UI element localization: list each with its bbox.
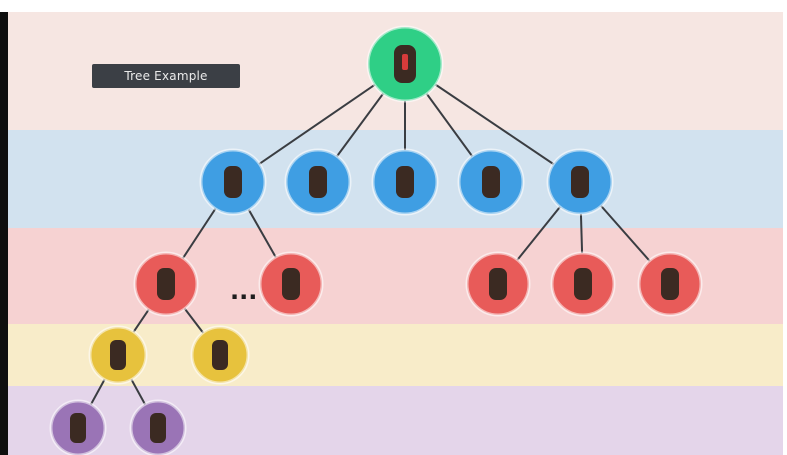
node-figure-icon (282, 268, 300, 300)
tree-node-l2e (637, 251, 703, 317)
node-figure-icon (661, 268, 679, 300)
tree-node-l1d (457, 148, 525, 216)
tree-node-l4a (49, 399, 107, 455)
tree-node-l2b (258, 251, 324, 317)
tree-node-l1b (284, 148, 352, 216)
node-figure-icon (224, 166, 242, 198)
tree-node-l1a (199, 148, 267, 216)
node-figure-icon (574, 268, 592, 300)
node-figure-accent (402, 54, 408, 70)
node-figure-icon (212, 340, 228, 370)
tree-diagram: Tree Example ... (8, 12, 783, 455)
tree-node-l1e (546, 148, 614, 216)
diagram-title-badge: Tree Example (92, 64, 240, 88)
ellipsis-label: ... (230, 277, 257, 305)
tree-nodes (49, 25, 703, 455)
node-figure-icon (489, 268, 507, 300)
tree-edges (77, 63, 671, 429)
node-figure-icon (70, 413, 86, 443)
tree-node-l1c (371, 148, 439, 216)
node-figure-icon (309, 166, 327, 198)
node-figure-icon (571, 166, 589, 198)
node-figure-icon (150, 413, 166, 443)
tree-node-l2c (465, 251, 531, 317)
node-figure-icon (157, 268, 175, 300)
top-margin (0, 0, 787, 12)
left-border (0, 12, 8, 455)
tree-node-l2a (133, 251, 199, 317)
tree-svg: ... (49, 25, 703, 455)
tree-node-root (366, 25, 444, 103)
tree-node-l3a (88, 325, 148, 385)
node-figure-icon (396, 166, 414, 198)
node-figure-icon (482, 166, 500, 198)
node-figure-icon (110, 340, 126, 370)
tree-node-l4b (129, 399, 187, 455)
tree-node-l2d (550, 251, 616, 317)
tree-node-l3b (190, 325, 250, 385)
